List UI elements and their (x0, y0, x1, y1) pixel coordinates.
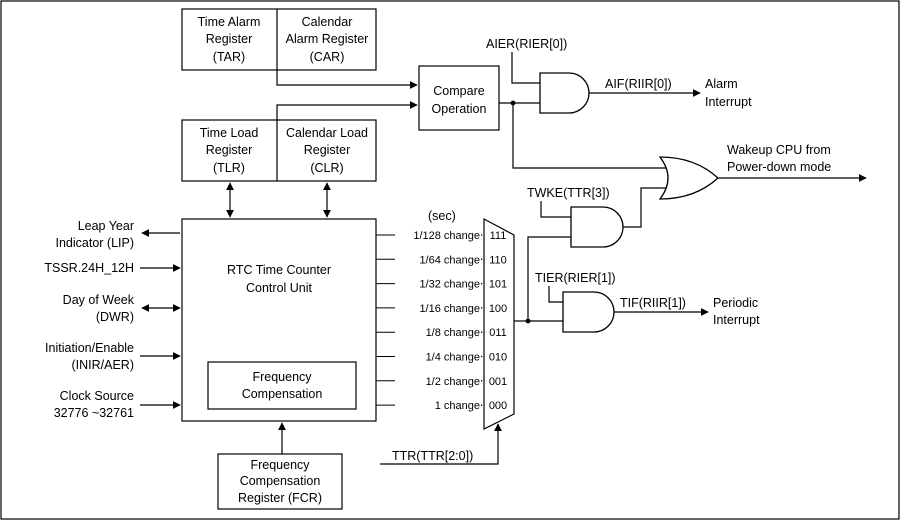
inir-label-1: Initiation/Enable (45, 341, 134, 355)
car-label-3: (CAR) (310, 50, 345, 64)
lip-label-1: Leap Year (78, 219, 134, 233)
car-label-2: Alarm Register (286, 32, 369, 46)
tick-change-label: 1/16 change (419, 303, 480, 315)
wakeup-or-gate (658, 156, 719, 200)
dwr-label-2: (DWR) (96, 310, 134, 324)
periodic-interrupt-label-2: Interrupt (713, 313, 760, 327)
rtc-unit-label-1: RTC Time Counter (227, 263, 331, 277)
diagram-frame (0, 0, 900, 520)
sec-label: (sec) (428, 209, 456, 223)
mux-input-code: 010 (489, 352, 507, 364)
lip-label-2: Indicator (LIP) (55, 236, 134, 250)
tick-label-bg (395, 227, 481, 241)
tick-change-label: 1/32 change (419, 279, 480, 291)
compare-label-1: Compare (433, 84, 484, 98)
tick-change-label: 1/128 change (413, 230, 480, 242)
mux-input-code: 001 (489, 376, 507, 388)
mux-input-code: 111 (490, 230, 507, 242)
tick-change-label: 1/2 change (426, 376, 480, 388)
fcr-label-2: Compensation (240, 474, 321, 488)
clr-label-3: (CLR) (310, 161, 343, 175)
tick-change-label: 1/4 change (426, 352, 480, 364)
tick-label-bg (395, 275, 481, 290)
compare-label-2: Operation (432, 102, 487, 116)
tick-label-bg (395, 397, 481, 412)
freq-comp-label-1: Frequency (252, 370, 312, 384)
tier-label: TIER(RIER[1]) (535, 271, 616, 285)
fcr-label-1: Frequency (250, 458, 310, 472)
tlr-label-1: Time Load (200, 126, 259, 140)
clr-label-2: Register (304, 143, 351, 157)
tick-change-label: 1/8 change (426, 327, 480, 339)
ttr-select-wire (380, 423, 502, 465)
tick-mux (483, 218, 515, 430)
alarm-and-gate (539, 72, 590, 114)
tick-label-bg (395, 348, 481, 363)
load-register-block (181, 119, 377, 182)
mux-input-code: 100 (489, 303, 507, 315)
tier-wire (548, 286, 563, 303)
tick-label-bg (395, 372, 481, 387)
tick-change-label: 1/64 change (419, 254, 480, 266)
wakeup-label-1: Wakeup CPU from (727, 143, 831, 157)
mux-input-code: 000 (489, 400, 507, 412)
car-label-1: Calendar (302, 15, 353, 29)
tick-label-bg (395, 299, 481, 314)
tar-label-1: Time Alarm (198, 15, 261, 29)
twke-wire (540, 201, 571, 218)
rtc-unit-label-2: Control Unit (246, 281, 313, 295)
mux-input-code: 110 (489, 254, 507, 266)
tar-label-2: Register (206, 32, 253, 46)
compare-to-or-wire (512, 103, 667, 169)
load-to-compare-wire (276, 101, 418, 120)
aier-label: AIER(RIER[0]) (486, 37, 567, 51)
alarm-interrupt-label-2: Interrupt (705, 95, 752, 109)
tif-label: TIF(RIIR[1]) (620, 296, 686, 310)
twke-and-gate (570, 206, 624, 248)
mux-to-twke-gate-wire (527, 236, 571, 321)
clr-label-1: Calendar Load (286, 126, 368, 140)
fcr-label-3: Register (FCR) (238, 491, 322, 505)
twke-to-or-wire (623, 187, 667, 228)
ttr-label: TTR(TTR[2:0]) (392, 449, 473, 463)
inir-label-2: (INIR/AER) (72, 358, 135, 372)
tick-label-bg (395, 251, 481, 266)
aier-wire (511, 52, 540, 84)
alarm-interrupt-label-1: Alarm (705, 77, 738, 91)
tick-rows: 1/128 change 111 1/64 change 110 1/32 change… (376, 227, 507, 412)
dwr-label-1: Day of Week (63, 293, 135, 307)
clock-label-1: Clock Source (60, 389, 134, 403)
tier-and-gate (562, 291, 615, 333)
frequency-compensation-box (207, 361, 357, 410)
alarm-register-block (181, 8, 377, 71)
fcr-box (217, 453, 343, 510)
mux-input-code: 101 (489, 279, 507, 291)
compare-operation-box (418, 65, 500, 131)
clock-label-2: 32776 ~32761 (54, 406, 134, 420)
tar-label-3: (TAR) (213, 50, 245, 64)
mux-input-code: 011 (489, 327, 507, 339)
tick-change-label: 1 change (435, 400, 480, 412)
tlr-label-2: Register (206, 143, 253, 157)
tlr-label-3: (TLR) (213, 161, 245, 175)
tssr-label: TSSR.24H_12H (44, 261, 134, 275)
twke-label: TWKE(TTR[3]) (527, 186, 610, 200)
alarm-to-compare-wire (276, 70, 418, 89)
aif-label: AIF(RIIR[0]) (605, 77, 672, 91)
tick-label-bg (395, 324, 481, 339)
periodic-interrupt-label-1: Periodic (713, 296, 758, 310)
wakeup-label-2: Power-down mode (727, 160, 831, 174)
freq-comp-label-2: Compensation (242, 387, 323, 401)
